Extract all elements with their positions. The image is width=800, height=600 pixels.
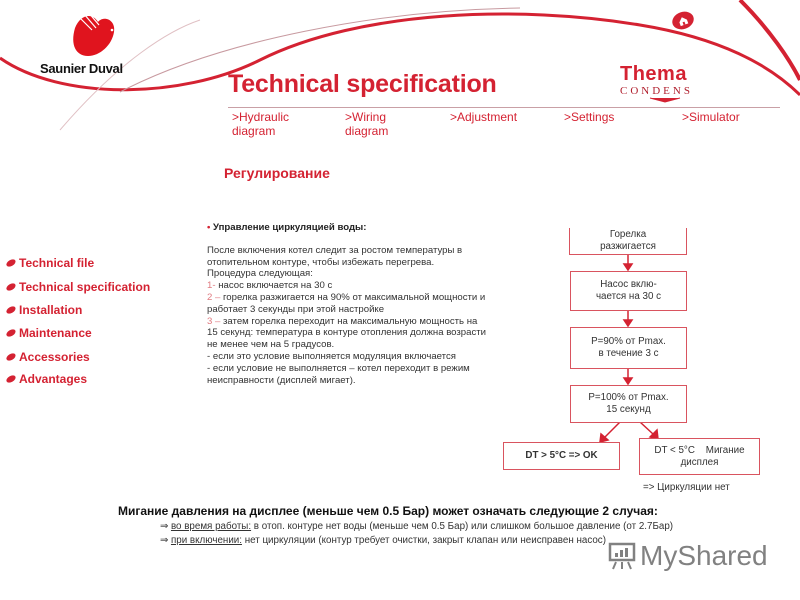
- condition-fail: - если условие не выполняется – котел пе…: [207, 362, 470, 386]
- nav-label: >Wiring: [345, 110, 387, 124]
- sidebar-item-label: Maintenance: [19, 326, 92, 340]
- nav-settings[interactable]: >Settings: [564, 110, 614, 124]
- step-text: затем горелка переходит на максимальную …: [207, 315, 487, 351]
- nav-label: >Adjustment: [450, 110, 518, 124]
- flow-text: DT < 5°C Мигание: [654, 444, 745, 456]
- sidebar: Technical file Technical specification I…: [5, 256, 151, 386]
- case-during-operation: ⇒ во время работы: в отоп. контуре нет в…: [160, 521, 673, 532]
- case-label: при включении:: [170, 535, 242, 546]
- case-on-startup: ⇒ при включении: нет циркуляции (контур …: [160, 535, 606, 546]
- case-label: во время работы:: [170, 521, 252, 532]
- nav-label: >Simulator: [682, 110, 740, 124]
- page-title: Technical specification: [228, 70, 497, 98]
- circulation-description: • Управление циркуляцией воды: После вкл…: [207, 222, 487, 386]
- home-button[interactable]: [669, 8, 697, 33]
- nav-simulator[interactable]: >Simulator: [682, 110, 740, 124]
- flow-box-p90: P=90% от Pmax. в течение 3 с: [570, 327, 687, 369]
- step-2: 2 – горелка разжигается на 90% от максим…: [207, 292, 487, 316]
- step-3: 3 – затем горелка переходит на максималь…: [207, 316, 487, 351]
- step-1: 1- насос включается на 30 с: [207, 280, 487, 292]
- sidebar-item-label: Technical file: [19, 256, 95, 270]
- flow-box-burner-ignites: Горелка разжигается: [569, 228, 687, 255]
- flow-box-p100: P=100% от Pmax. 15 секунд: [570, 385, 687, 423]
- flow-text: DT > 5°C => OK: [525, 450, 598, 461]
- flow-box-dt-ok: DT > 5°C => OK: [503, 442, 620, 470]
- flow-text: в течение 3 с: [598, 348, 659, 359]
- pressure-blink-heading: Мигание давления на дисплее (меньше чем …: [118, 504, 658, 518]
- flow-box-dt-fail: DT < 5°C Мигание дисплея: [639, 438, 760, 475]
- product-logo-condens: CONDENS: [620, 85, 693, 97]
- flow-text: чается на 30 с: [595, 291, 662, 302]
- nav-label: diagram: [345, 124, 389, 138]
- bullet-icon: [5, 281, 17, 293]
- product-logo-thema: Thema: [620, 63, 687, 85]
- bullet-icon: [5, 373, 17, 385]
- bullet-icon: [5, 327, 17, 339]
- presentation-chart-icon: [608, 542, 636, 570]
- section-title: Регулирование: [224, 165, 330, 181]
- nav-label: >Settings: [564, 110, 615, 124]
- brand-logo-text: Saunier Duval: [40, 61, 123, 76]
- sidebar-item-label: Installation: [19, 303, 83, 317]
- case-text: нет циркуляции (контур требует очистки, …: [241, 535, 606, 546]
- bullet-icon: [5, 351, 17, 363]
- saunier-duval-logo-icon: [73, 11, 115, 56]
- arrow-right-icon: ⇒: [160, 535, 169, 546]
- body-heading-text: Управление циркуляцией воды:: [213, 222, 367, 233]
- bullet-icon: [5, 304, 17, 316]
- watermark: MyShared: [608, 540, 768, 572]
- nav-label: diagram: [232, 124, 276, 138]
- body-intro: После включения котел следит за ростом т…: [207, 244, 463, 268]
- body-heading: • Управление циркуляцией воды:: [207, 222, 487, 234]
- sidebar-item-label: Accessories: [19, 350, 90, 364]
- flow-text: разжигается: [600, 241, 656, 252]
- procedure-label: Процедура следующая:: [207, 268, 313, 280]
- sidebar-item-label: Technical specification: [19, 280, 151, 294]
- flow-text: P=90% от Pmax.: [591, 336, 666, 347]
- flow-text: Горелка: [609, 229, 647, 240]
- flow-text: P=100% от Pmax.: [588, 392, 669, 403]
- condition-ok: - если это условие выполняется модуляция…: [207, 350, 456, 362]
- flow-box-pump-on: Насос вклю- чается на 30 с: [570, 271, 687, 311]
- sidebar-item-technical-file[interactable]: Technical file: [5, 256, 150, 270]
- no-circulation-note: => Циркуляции нет: [643, 482, 730, 493]
- sidebar-item-maintenance[interactable]: Maintenance: [5, 326, 150, 340]
- step-text: насос включается на 30 с: [215, 280, 333, 292]
- case-text: в отоп. контуре нет воды (меньше чем 0.5…: [251, 521, 674, 532]
- step-number: 2 –: [207, 291, 221, 303]
- step-number: 3 –: [207, 315, 221, 327]
- header-divider: [228, 107, 780, 108]
- flow-text: Насос вклю-: [600, 279, 657, 290]
- nav-adjustment[interactable]: >Adjustment: [450, 110, 517, 124]
- arrow-right-icon: ⇒: [160, 521, 169, 532]
- bullet-icon: [5, 257, 17, 269]
- flow-text: 15 секунд: [606, 404, 651, 415]
- nav-wiring-diagram[interactable]: >Wiring diagram: [345, 110, 388, 138]
- sidebar-item-advantages[interactable]: Advantages: [5, 372, 150, 386]
- watermark-text: MyShared: [640, 540, 768, 571]
- sidebar-item-installation[interactable]: Installation: [5, 303, 150, 317]
- sidebar-item-accessories[interactable]: Accessories: [5, 350, 150, 364]
- nav-label: >Hydraulic: [232, 110, 290, 124]
- bullet-dot-icon: •: [207, 222, 214, 233]
- home-icon: [679, 16, 689, 26]
- nav-hydraulic-diagram[interactable]: >Hydraulic diagram: [232, 110, 289, 138]
- step-text: горелка разжигается на 90% от максимальн…: [207, 291, 486, 315]
- sidebar-item-label: Advantages: [19, 372, 88, 386]
- flow-text: дисплея: [680, 456, 719, 468]
- sidebar-item-technical-specification[interactable]: Technical specification: [5, 280, 151, 294]
- step-number: 1-: [207, 280, 216, 292]
